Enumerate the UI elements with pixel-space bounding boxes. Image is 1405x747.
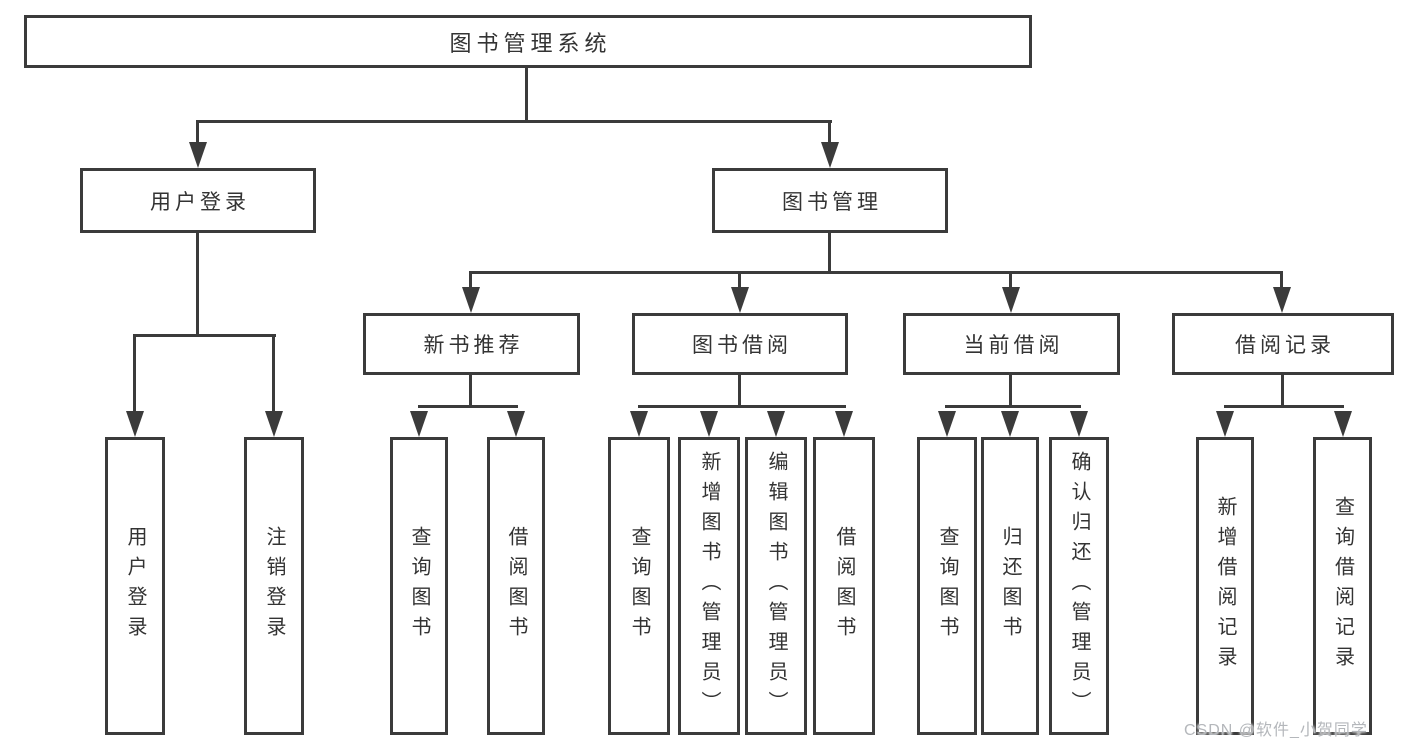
arrowhead-down-icon <box>1334 411 1352 437</box>
leaf-add-books-admin: 新增图书（管理员） <box>678 437 740 735</box>
leaf-query-books-2: 查询图书 <box>608 437 670 735</box>
leaf-user-login-label: 用户登录 <box>124 526 146 646</box>
connector-line <box>1280 274 1283 290</box>
leaf-query-books-1: 查询图书 <box>390 437 448 735</box>
arrowhead-down-icon <box>462 287 480 313</box>
connector-line <box>1009 375 1012 407</box>
leaf-return-books-label: 归还图书 <box>999 526 1021 646</box>
leaf-add-borrow-record-label: 新增借阅记录 <box>1214 496 1236 676</box>
node-user-login: 用户登录 <box>80 168 316 233</box>
node-book-borrowing-label: 图书借阅 <box>692 334 792 357</box>
leaf-query-books-2-label: 查询图书 <box>628 526 650 646</box>
arrowhead-down-icon <box>835 411 853 437</box>
connector-line <box>1281 375 1284 407</box>
connector-line <box>196 233 199 336</box>
csdn-watermark: CSDN @软件_小贺同学 <box>1184 722 1368 739</box>
leaf-query-borrow-record-label: 查询借阅记录 <box>1331 496 1354 676</box>
arrowhead-down-icon <box>507 411 525 437</box>
node-book-borrowing: 图书借阅 <box>632 313 848 375</box>
arrowhead-down-icon <box>126 411 144 437</box>
leaf-return-books: 归还图书 <box>981 437 1039 735</box>
connector-line <box>469 274 472 290</box>
leaf-borrow-books-1-label: 借阅图书 <box>505 526 527 646</box>
node-current-borrowing: 当前借阅 <box>903 313 1120 375</box>
node-new-book-recommend-label: 新书推荐 <box>423 334 524 357</box>
leaf-logout-label: 注销登录 <box>263 526 285 646</box>
arrowhead-down-icon <box>731 287 749 313</box>
leaf-borrow-books-2: 借阅图书 <box>813 437 875 735</box>
connector-line <box>469 375 472 407</box>
arrowhead-down-icon <box>1070 411 1088 437</box>
connector-line <box>738 375 741 407</box>
connector-line <box>469 271 1283 274</box>
connector-line <box>196 123 199 145</box>
arrowhead-down-icon <box>938 411 956 437</box>
leaf-user-login: 用户登录 <box>105 437 165 735</box>
connector-line <box>828 233 831 273</box>
arrowhead-down-icon <box>1002 287 1020 313</box>
node-current-borrowing-label: 当前借阅 <box>963 334 1064 357</box>
connector-line <box>738 274 741 290</box>
leaf-confirm-return-admin: 确认归还（管理员） <box>1049 437 1109 735</box>
leaf-query-books-3-label: 查询图书 <box>936 526 958 646</box>
leaf-logout: 注销登录 <box>244 437 304 735</box>
arrowhead-down-icon <box>410 411 428 437</box>
connector-line <box>133 337 136 413</box>
leaf-query-books-1-label: 查询图书 <box>408 526 430 646</box>
connector-line <box>418 405 518 408</box>
leaf-edit-books-admin-label: 编辑图书（管理员） <box>765 451 787 721</box>
node-new-book-recommend: 新书推荐 <box>363 313 580 375</box>
connector-line <box>133 334 276 337</box>
arrowhead-down-icon <box>1001 411 1019 437</box>
leaf-add-borrow-record: 新增借阅记录 <box>1196 437 1254 735</box>
arrowhead-down-icon <box>700 411 718 437</box>
leaf-query-books-3: 查询图书 <box>917 437 977 735</box>
leaf-borrow-books-2-label: 借阅图书 <box>833 526 855 646</box>
node-book-management-label: 图书管理 <box>782 190 882 214</box>
connector-line <box>1009 274 1012 290</box>
leaf-edit-books-admin: 编辑图书（管理员） <box>745 437 807 735</box>
arrowhead-down-icon <box>630 411 648 437</box>
arrowhead-down-icon <box>821 142 839 168</box>
leaf-borrow-books-1: 借阅图书 <box>487 437 545 735</box>
arrowhead-down-icon <box>265 411 283 437</box>
arrowhead-down-icon <box>189 142 207 168</box>
leaf-confirm-return-admin-label: 确认归还（管理员） <box>1068 451 1090 721</box>
leaf-add-books-admin-label: 新增图书（管理员） <box>698 451 720 721</box>
node-borrowing-records: 借阅记录 <box>1172 313 1394 375</box>
arrowhead-down-icon <box>1216 411 1234 437</box>
node-book-management: 图书管理 <box>712 168 948 233</box>
leaf-query-borrow-record: 查询借阅记录 <box>1313 437 1372 735</box>
arrowhead-down-icon <box>767 411 785 437</box>
connector-line <box>638 405 846 408</box>
connector-line <box>1224 405 1344 408</box>
node-root-label: 图书管理系统 <box>449 30 612 56</box>
connector-line <box>272 337 275 413</box>
connector-line <box>196 120 832 123</box>
arrowhead-down-icon <box>1273 287 1291 313</box>
node-user-login-label: 用户登录 <box>150 190 250 214</box>
connector-line <box>525 68 528 122</box>
connector-line <box>828 123 831 145</box>
node-root: 图书管理系统 <box>24 15 1032 68</box>
connector-line <box>945 405 1081 408</box>
node-borrowing-records-label: 借阅记录 <box>1235 334 1335 357</box>
